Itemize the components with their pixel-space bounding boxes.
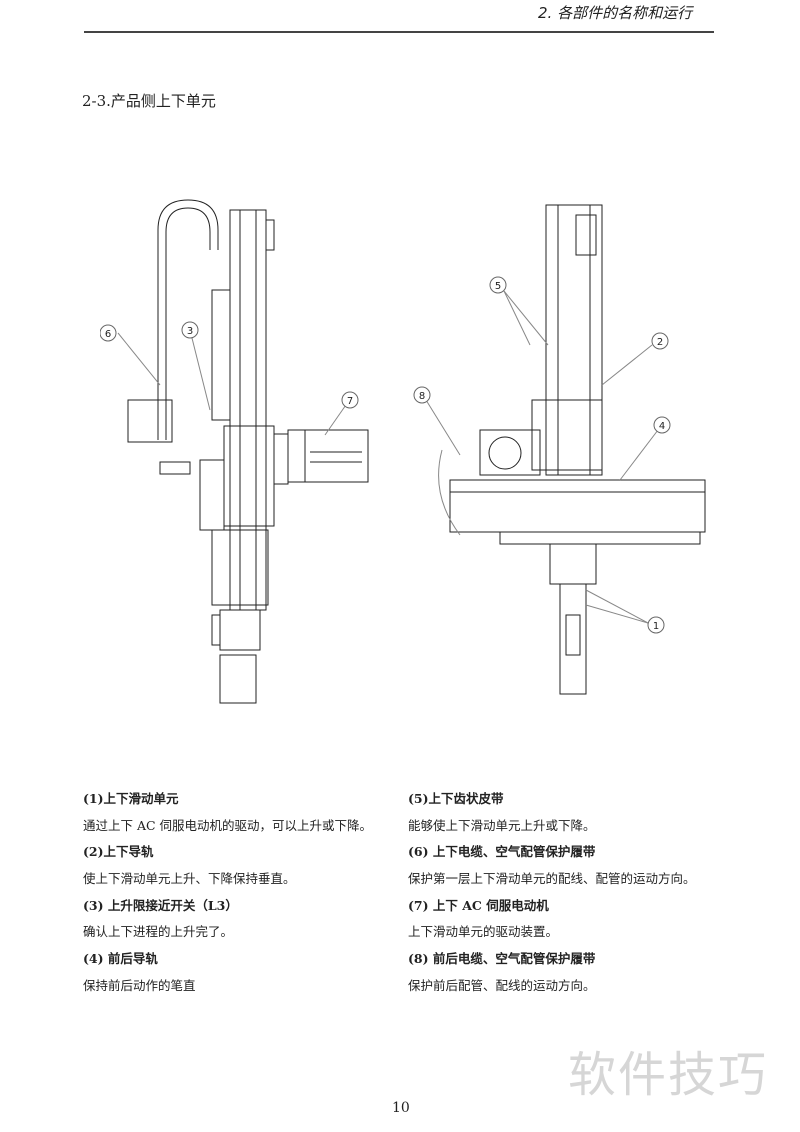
item-7-title: (7) 上下 AC 伺服电动机 [408,897,549,913]
item-1-desc: 通过上下 AC 伺服电动机的驱动，可以上升或下降。 [83,817,373,833]
watermark: 软件技巧 [568,1047,769,1103]
item-4-title: (4) 前后导轨 [83,951,158,967]
item-1-title: (1)上下滑动单元 [83,791,179,806]
callout-6: 6 [105,329,111,340]
item-3-title: (3) 上升限接近开关（L3） [83,897,238,913]
item-5-title: (5)上下齿状皮带 [408,791,504,806]
callout-4: 4 [659,421,665,432]
item-2-desc: 使上下滑动单元上升、下降保持垂直。 [83,871,296,887]
right-unit-diagram: 5 2 8 4 1 [413,204,706,695]
callout-3: 3 [187,326,193,337]
chapter-header: 2. 各部件的名称和运行 [538,4,693,22]
callout-1: 1 [653,621,659,632]
item-8-desc: 保护前后配管、配线的运动方向。 [408,977,596,993]
page-number: 10 [392,1100,410,1116]
item-2-title: (2)上下导轨 [83,844,154,860]
item-3-desc: 确认上下进程的上升完了。 [83,924,234,940]
parts-list-left: (1)上下滑动单元 通过上下 AC 伺服电动机的驱动，可以上升或下降。 (2)上… [83,786,372,1000]
item-6-title: (6) 上下电缆、空气配管保护履带 [408,844,596,860]
callout-5: 5 [495,281,501,292]
item-7-desc: 上下滑动单元的驱动装置。 [408,924,559,940]
item-4-desc: 保持前后动作的笔直 [83,977,196,993]
item-8-title: (8) 前后电缆、空气配管保护履带 [408,951,596,967]
left-unit-diagram: 6 3 7 [100,199,369,704]
item-6-desc: 保护第一层上下滑动单元的配线、配管的运动方向。 [408,871,696,887]
section-title: 2-3.产品侧上下单元 [82,92,216,110]
callout-2: 2 [657,337,663,348]
parts-list-right: (5)上下齿状皮带 能够使上下滑动单元上升或下降。 (6) 上下电缆、空气配管保… [408,786,696,1000]
callout-8: 8 [419,391,425,402]
item-5-desc: 能够使上下滑动单元上升或下降。 [408,817,596,833]
callout-7: 7 [347,396,353,407]
header-rule [84,31,714,33]
